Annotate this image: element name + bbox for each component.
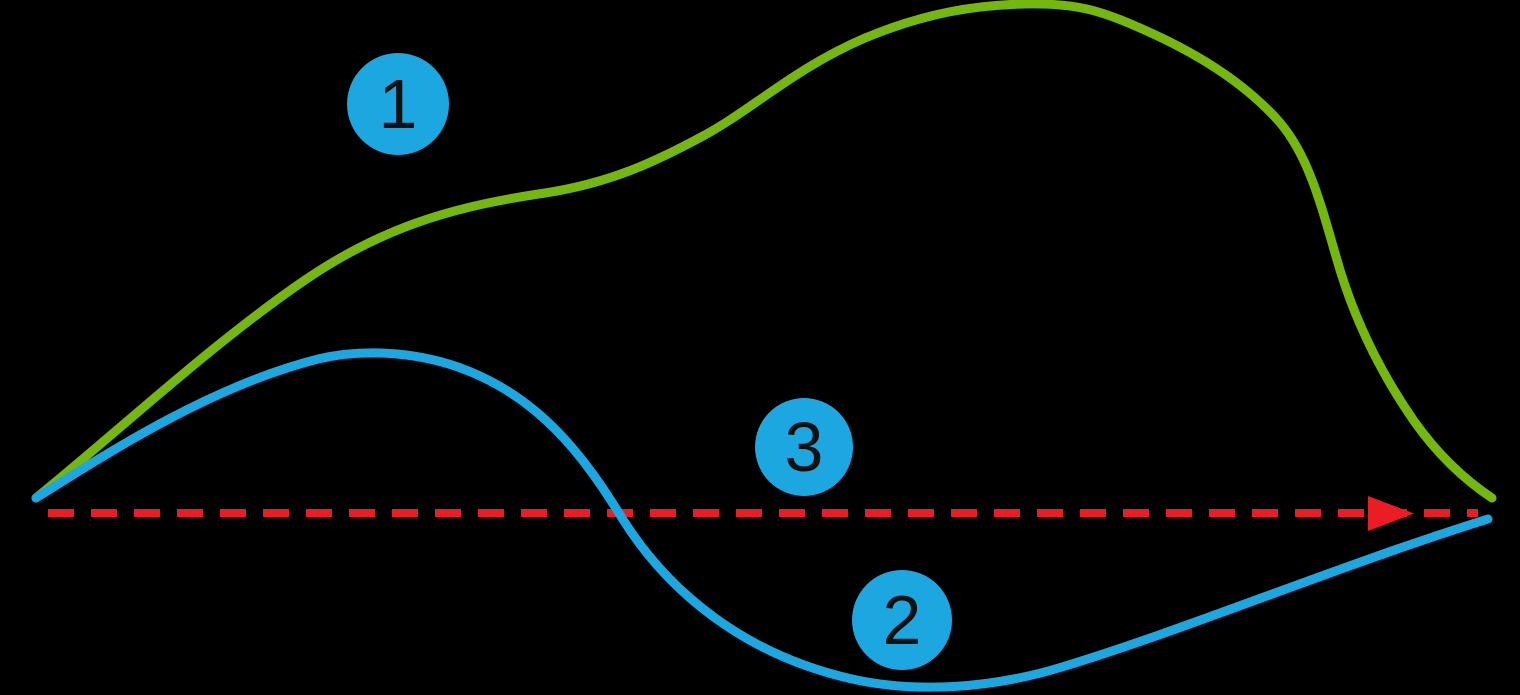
marker-3-circle xyxy=(755,398,853,496)
marker-1-number: 1 xyxy=(379,65,418,143)
step-marker-1: 1 xyxy=(347,53,449,155)
marker-1-circle xyxy=(347,53,449,155)
step-marker-3: 3 xyxy=(755,398,853,496)
marker-2-circle xyxy=(852,570,952,670)
marker-3-number: 3 xyxy=(785,408,824,486)
step-marker-2: 2 xyxy=(852,570,952,670)
blue-lower-curve xyxy=(31,348,1493,692)
green-upper-curve xyxy=(31,0,1497,503)
marker-2-number: 2 xyxy=(883,581,922,659)
arrowhead-icon xyxy=(1368,496,1414,531)
